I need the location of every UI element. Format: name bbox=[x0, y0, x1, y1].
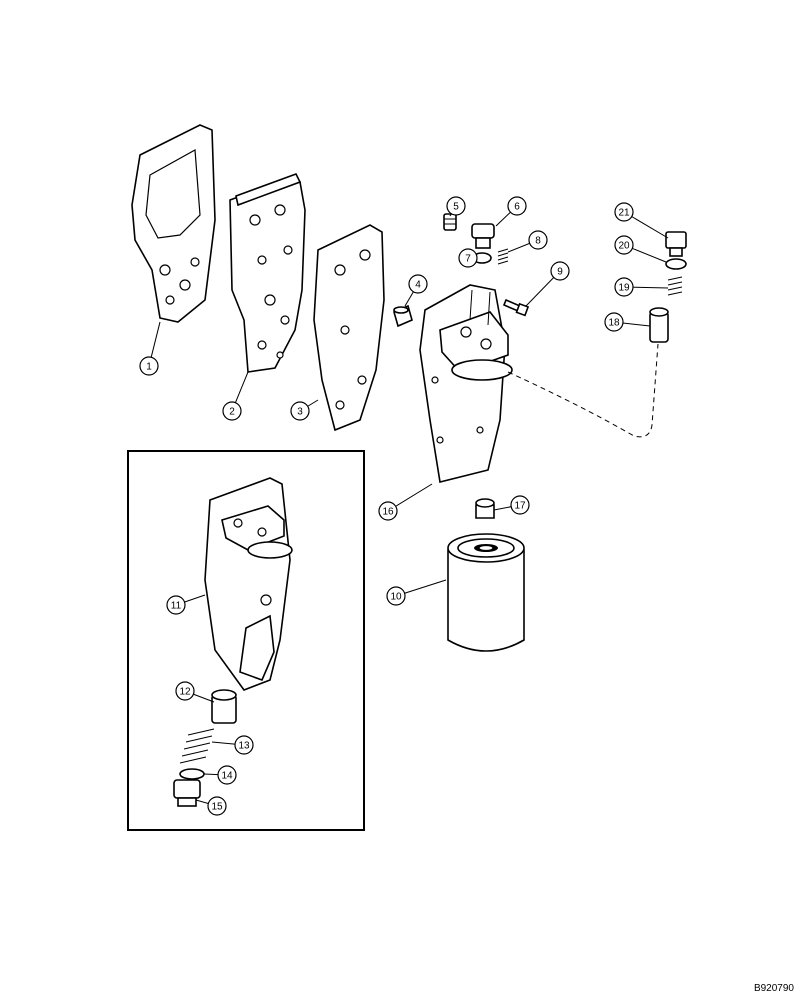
spring-part-19 bbox=[667, 276, 683, 296]
callout-circle bbox=[446, 196, 466, 216]
callout-19: 19 bbox=[614, 277, 669, 297]
callout-circle bbox=[386, 586, 406, 606]
callout-number: 18 bbox=[608, 318, 620, 329]
callout-circle bbox=[166, 595, 186, 615]
gasket-part-1 bbox=[131, 124, 216, 323]
callout-circle bbox=[458, 248, 478, 268]
plug-part-15 bbox=[173, 779, 201, 807]
oil-cooler-housing-part-16 bbox=[419, 284, 513, 483]
spring-part-8 bbox=[497, 248, 509, 265]
callout-1: 1 bbox=[139, 321, 161, 376]
valve-part-18 bbox=[649, 307, 669, 343]
callout-21: 21 bbox=[614, 202, 669, 239]
callout-14: 14 bbox=[203, 765, 237, 785]
callout-circle bbox=[604, 312, 624, 332]
callout-number: 20 bbox=[618, 241, 630, 252]
housing-variant-part-11 bbox=[204, 477, 293, 691]
callout-8: 8 bbox=[507, 230, 548, 253]
callout-7: 7 bbox=[458, 248, 478, 268]
callout-circle bbox=[139, 356, 159, 376]
callout-number: 15 bbox=[211, 802, 223, 813]
valve-part-12 bbox=[211, 689, 237, 724]
spring-part-13 bbox=[179, 728, 215, 764]
callout-number: 3 bbox=[297, 407, 303, 418]
callout-number: 10 bbox=[390, 592, 402, 603]
oil-cooler-core-part-2 bbox=[229, 173, 306, 373]
callout-9: 9 bbox=[525, 261, 570, 307]
callout-circle bbox=[614, 235, 634, 255]
callout-4: 4 bbox=[404, 274, 428, 307]
callout-5: 5 bbox=[446, 196, 466, 217]
callout-circle bbox=[290, 401, 310, 421]
callout-11: 11 bbox=[166, 594, 206, 615]
callout-number: 8 bbox=[535, 236, 541, 247]
fitting-part-4 bbox=[393, 304, 413, 328]
callout-6: 6 bbox=[495, 196, 527, 227]
inset-box bbox=[127, 450, 365, 831]
callout-12: 12 bbox=[175, 681, 215, 703]
dashed-leader bbox=[507, 343, 659, 438]
callout-16: 16 bbox=[378, 483, 433, 521]
callout-circle bbox=[510, 495, 530, 515]
callout-circle bbox=[408, 274, 428, 294]
callout-circle bbox=[550, 261, 570, 281]
callout-15: 15 bbox=[195, 796, 227, 816]
callout-circle bbox=[222, 401, 242, 421]
callout-13: 13 bbox=[211, 735, 254, 755]
callout-number: 4 bbox=[415, 280, 421, 291]
callout-circle bbox=[217, 765, 237, 785]
callout-number: 6 bbox=[514, 202, 520, 213]
o-ring-part-20 bbox=[665, 258, 687, 270]
callout-20: 20 bbox=[614, 235, 667, 263]
callout-circle bbox=[507, 196, 527, 216]
callout-number: 7 bbox=[465, 254, 471, 265]
callout-circle bbox=[234, 735, 254, 755]
callout-number: 12 bbox=[179, 687, 191, 698]
callout-18: 18 bbox=[604, 312, 651, 332]
callout-number: 1 bbox=[146, 362, 152, 373]
callout-number: 5 bbox=[453, 202, 459, 213]
callout-circle bbox=[528, 230, 548, 250]
callout-number: 11 bbox=[171, 601, 182, 612]
callout-number: 13 bbox=[238, 741, 250, 752]
plug-part-6 bbox=[471, 223, 495, 249]
callout-circle bbox=[175, 681, 195, 701]
bolt-part-9 bbox=[502, 298, 530, 317]
gasket-part-3 bbox=[313, 224, 385, 432]
plug-part-21 bbox=[665, 231, 687, 257]
callout-10: 10 bbox=[386, 579, 447, 606]
callout-number: 16 bbox=[382, 507, 394, 518]
callout-number: 9 bbox=[557, 267, 563, 278]
callout-2: 2 bbox=[222, 371, 249, 421]
callout-number: 14 bbox=[221, 771, 233, 782]
callout-number: 2 bbox=[229, 407, 235, 418]
callout-circle bbox=[614, 277, 634, 297]
callout-circle bbox=[614, 202, 634, 222]
callout-circle bbox=[207, 796, 227, 816]
washer-part-14 bbox=[179, 768, 205, 780]
callout-number: 17 bbox=[514, 501, 526, 512]
callout-number: 19 bbox=[618, 283, 630, 294]
callout-circle bbox=[378, 501, 398, 521]
callout-3: 3 bbox=[290, 399, 319, 421]
callout-number: 21 bbox=[618, 208, 630, 219]
callout-17: 17 bbox=[493, 495, 530, 515]
reference-code: B920790 bbox=[753, 983, 794, 994]
threaded-nipple-part-17 bbox=[475, 498, 495, 519]
plug-part-5 bbox=[443, 213, 457, 231]
oil-filter-part-10 bbox=[447, 533, 525, 652]
